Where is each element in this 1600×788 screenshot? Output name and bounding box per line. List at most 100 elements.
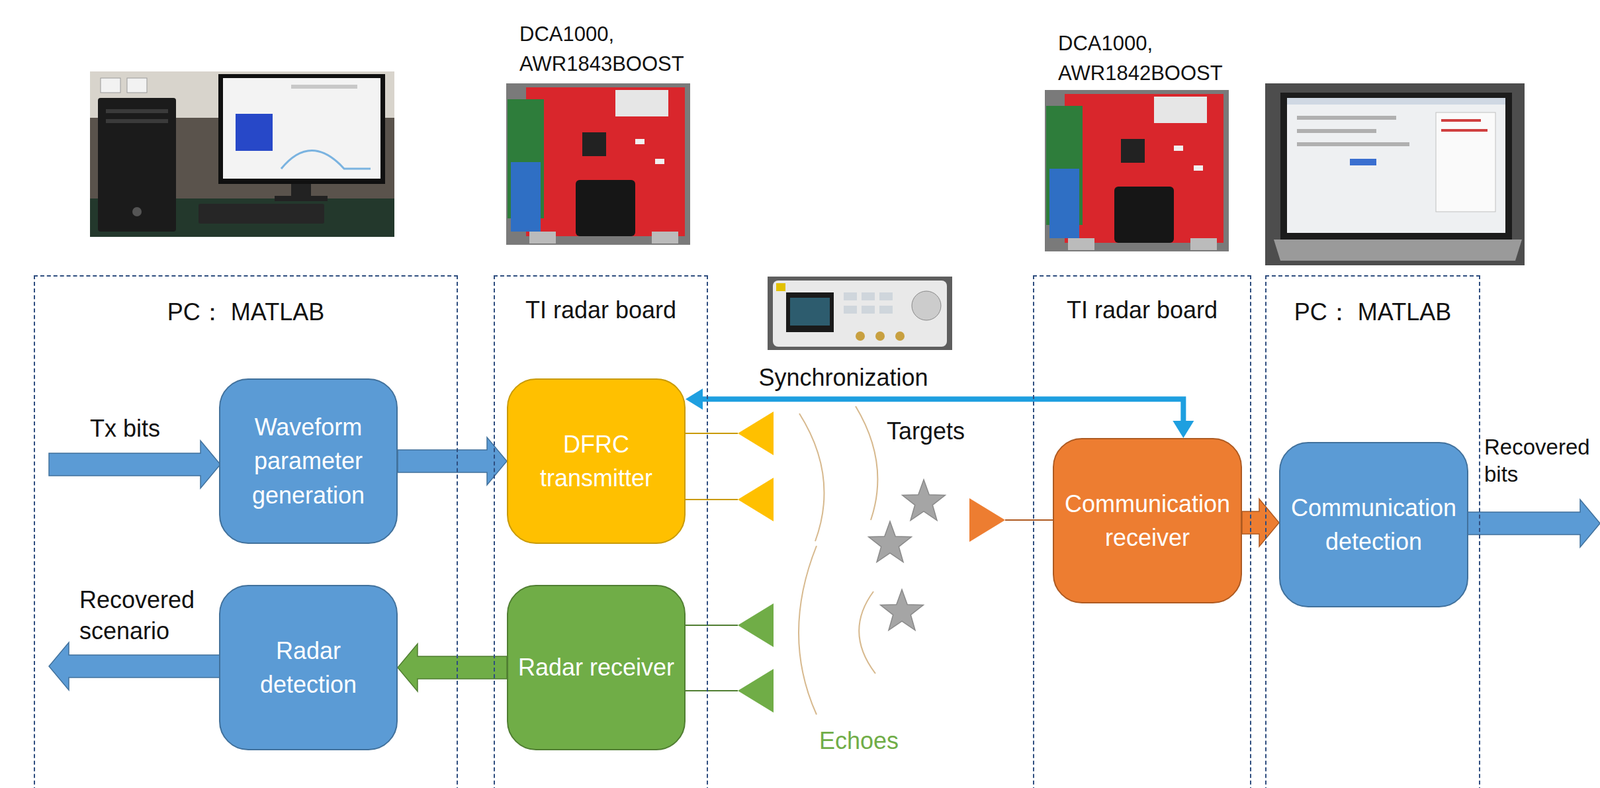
pc-photo xyxy=(218,74,386,184)
rx-antennas xyxy=(737,668,774,713)
pc-photo xyxy=(105,119,169,124)
pc-photo xyxy=(235,113,273,151)
box-label: Communication receiver xyxy=(1062,487,1233,555)
signal-generator-photo xyxy=(767,276,953,351)
laptop-photo xyxy=(1441,129,1488,132)
pc-photo xyxy=(291,84,358,89)
radar-board-photo xyxy=(506,83,691,245)
laptop-photo xyxy=(1287,97,1506,105)
rx-antennas xyxy=(737,603,774,648)
radar-board-photo xyxy=(615,89,669,117)
laptop-photo xyxy=(1441,119,1481,122)
signal-generator-photo xyxy=(855,331,865,341)
target-stars xyxy=(868,479,946,631)
box-label: Radar detection xyxy=(228,633,389,702)
signal-generator-photo xyxy=(879,305,893,314)
region-heading: PC： MATLAB xyxy=(1266,276,1479,329)
target-star xyxy=(868,521,912,563)
signal-generator-photo xyxy=(767,276,953,351)
box-label: Communication detection xyxy=(1288,490,1460,559)
pc-photo xyxy=(89,71,395,237)
laptop-photo xyxy=(1265,83,1525,266)
tx-antennas xyxy=(681,411,774,522)
tx-antennas xyxy=(681,498,738,501)
laptop-photo xyxy=(1349,158,1377,166)
signal-generator-photo xyxy=(776,283,786,292)
block-arrow xyxy=(397,437,507,486)
signal-generator-photo xyxy=(895,331,905,341)
process-box: Radar detection xyxy=(219,584,398,751)
radar-board-photo xyxy=(575,179,636,237)
radar-board-photo xyxy=(655,158,665,165)
wave-arcs xyxy=(798,545,817,715)
radar-board-photo xyxy=(635,138,645,145)
hardware-label: DCA1000, AWR1842BOOST xyxy=(1058,29,1257,89)
process-box: Radar receiver xyxy=(506,584,686,751)
output-arrow xyxy=(1455,499,1600,548)
signal-generator-photo xyxy=(875,331,885,341)
process-box: Waveform parameter generation xyxy=(219,378,398,544)
signal-generator-photo xyxy=(786,292,834,333)
signal-generator-photo xyxy=(772,280,947,347)
signal-generator-photo xyxy=(911,291,941,321)
edge-label: Synchronization xyxy=(758,363,928,392)
radar-board-photo xyxy=(526,87,685,237)
laptop-photo xyxy=(1296,129,1377,134)
signal-generator-photo xyxy=(861,292,875,301)
process-box: Communication detection xyxy=(1279,442,1469,608)
signal-generator-photo xyxy=(861,305,875,314)
scene-label: Targets xyxy=(886,416,1000,446)
wave-arcs xyxy=(799,413,825,542)
comm-antenna xyxy=(1005,519,1060,521)
pc-photo xyxy=(105,109,169,114)
tx-antennas xyxy=(681,432,738,435)
signal-label: Recovered bits xyxy=(1484,433,1597,489)
rx-antennas xyxy=(681,603,774,713)
scene-label: Echoes xyxy=(819,726,932,756)
input-arrow xyxy=(48,440,221,489)
target-star xyxy=(902,479,946,521)
connector xyxy=(1242,498,1280,547)
signal-label: Recovered scenario xyxy=(79,584,216,648)
laptop-photo xyxy=(1296,115,1397,120)
laptop-photo xyxy=(1265,83,1525,266)
block-arrow xyxy=(397,643,507,692)
pc-photo xyxy=(222,78,381,179)
laptop-photo xyxy=(1287,97,1506,233)
rx-antennas xyxy=(681,624,738,626)
comm-antenna xyxy=(969,498,1006,542)
laptop-photo xyxy=(1280,92,1512,240)
output-arrow xyxy=(48,642,225,691)
region-heading: TI radar board xyxy=(1034,276,1250,325)
dashed-region: TI radar boardDFRC transmitterRadar rece… xyxy=(493,275,709,788)
radar-board-photo xyxy=(510,162,541,232)
connector xyxy=(397,437,507,486)
pc-photo xyxy=(291,183,312,198)
dashed-region: PC： MATLABWaveform parameter generationR… xyxy=(33,275,458,788)
radar-board-photo xyxy=(582,132,607,157)
radar-board-photo xyxy=(1044,89,1229,252)
box-label: DFRC transmitter xyxy=(516,427,677,495)
radar-board-photo xyxy=(529,231,556,244)
comm-antenna xyxy=(969,498,1060,542)
radar-board-photo xyxy=(506,83,691,245)
wave-arcs xyxy=(798,406,878,715)
dashed-region: PC： MATLAB Communication detection xyxy=(1265,275,1481,788)
tx-antennas xyxy=(737,477,774,522)
arrow-head xyxy=(1172,420,1194,439)
connector xyxy=(397,643,507,692)
pc-photo xyxy=(100,78,121,93)
pc-photo xyxy=(281,150,371,170)
arrow-head xyxy=(685,388,703,410)
signal-generator-photo xyxy=(790,297,830,326)
wave-arcs xyxy=(858,591,876,674)
laptop-photo xyxy=(1273,239,1522,261)
pc-photo xyxy=(127,78,147,93)
box-label: Waveform parameter generation xyxy=(228,410,389,512)
block-arrow xyxy=(1242,498,1280,547)
pc-photo xyxy=(97,97,177,232)
signal-label: Tx bits xyxy=(89,414,196,443)
tx-antennas xyxy=(737,411,774,456)
